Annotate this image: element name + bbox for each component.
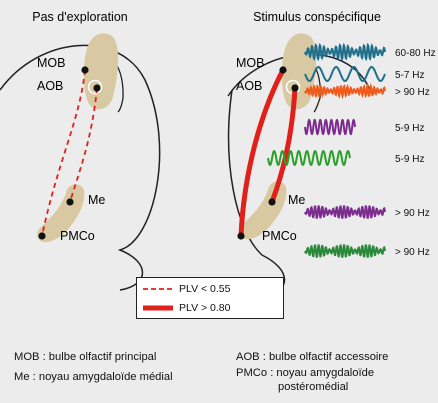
- left-aob-me-connection: [69, 87, 98, 203]
- left-amygdala: [37, 184, 85, 243]
- right-aob-node: [291, 84, 299, 92]
- right-mob-label: MOB: [236, 56, 264, 70]
- left-mob-pmco-connection: [41, 69, 86, 237]
- caption-mob: MOB : bulbe olfactif principal: [14, 351, 157, 363]
- legend-solid-line: [143, 305, 173, 311]
- oscillation-label-5: 5-9 Hz: [395, 154, 424, 165]
- oscillation-label-6: > 90 Hz: [395, 208, 430, 219]
- left-mob-label: MOB: [37, 56, 65, 70]
- right-pmco-node: [237, 232, 245, 240]
- right-me-node: [268, 198, 276, 206]
- legend-strong-row: PLV > 0.80: [137, 299, 283, 317]
- oscillation-trace-6: [304, 204, 386, 219]
- left-brain-outline: [0, 44, 161, 291]
- right-me-label: Me: [288, 193, 305, 207]
- left-me-label: Me: [88, 193, 105, 207]
- oscillation-trace-3: [304, 82, 386, 100]
- legend-weak-label: PLV < 0.55: [179, 283, 231, 295]
- oscillation-trace-7: [304, 243, 386, 258]
- right-olfactory-bulb: [282, 33, 317, 110]
- caption-pmco-line2: postéromédial: [278, 381, 349, 393]
- right-aob-me-connection: [269, 85, 298, 205]
- caption-pmco-line1: PMCo : noyau amygdaloïde: [236, 367, 375, 379]
- left-mob-node: [81, 66, 89, 74]
- right-mob-pmco-connection: [238, 67, 286, 239]
- oscillation-label-4: 5-9 Hz: [395, 123, 424, 134]
- left-aob-label: AOB: [37, 79, 63, 93]
- left-me-node: [66, 198, 74, 206]
- oscillation-label-7: > 90 Hz: [395, 247, 430, 258]
- caption-me: Me : noyau amygdaloïde médial: [14, 371, 173, 383]
- legend: PLV < 0.55 PLV > 0.80: [136, 277, 284, 319]
- left-aob-ring: [87, 79, 103, 95]
- left-pmco-node: [38, 232, 46, 240]
- right-panel: Stimulus conspécifique MOB AOB Me PMCo 6…: [227, 10, 436, 297]
- oscillation-trace-4: [304, 118, 356, 136]
- oscillation-trace-5: [267, 150, 351, 166]
- legend-dashed-line: [143, 288, 173, 290]
- right-panel-title: Stimulus conspécifique: [253, 10, 381, 24]
- right-mob-node: [279, 66, 287, 74]
- legend-strong-label: PLV > 0.80: [179, 302, 231, 314]
- oscillation-trace-2: [304, 66, 386, 83]
- left-aob-node: [93, 84, 101, 92]
- left-pmco-label: PMCo: [60, 229, 95, 243]
- oscillation-label-2: 5-7 Hz: [395, 70, 424, 81]
- left-olfactory-bulb: [84, 33, 119, 110]
- oscillation-label-1: 60-80 Hz: [395, 48, 436, 59]
- oscillation-trace-1: [304, 42, 386, 62]
- right-pmco-label: PMCo: [262, 229, 297, 243]
- caption-aob: AOB : bulbe olfactif accessoire: [236, 351, 389, 363]
- left-panel-title: Pas d'exploration: [32, 10, 128, 24]
- right-aob-label: AOB: [236, 79, 262, 93]
- oscillation-traces: 60-80 Hz 5-7 Hz > 90 Hz 5-9 Hz 5-9 Hz > 90 Hz…: [267, 42, 436, 258]
- oscillation-label-3: > 90 Hz: [395, 87, 430, 98]
- left-panel: Pas d'exploration MOB AOB Me PMCo: [0, 10, 161, 291]
- legend-weak-row: PLV < 0.55: [137, 280, 283, 298]
